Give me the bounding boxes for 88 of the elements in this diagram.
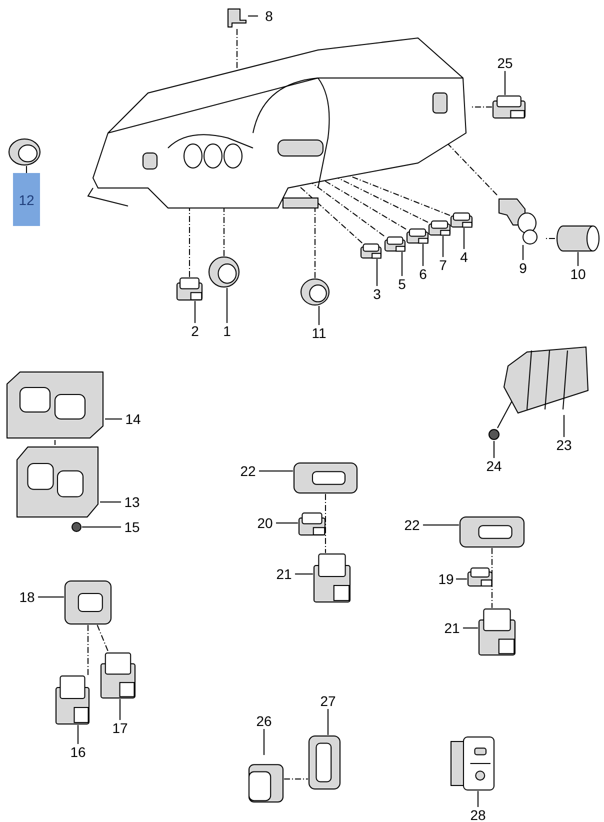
switch-drawing bbox=[55, 675, 90, 725]
callout-number: 22 bbox=[401, 517, 423, 533]
callout-number: 18 bbox=[16, 589, 38, 605]
callout-number: 14 bbox=[122, 411, 144, 427]
callout-number: 12 bbox=[13, 173, 40, 226]
bezel-drawing bbox=[293, 462, 358, 494]
leader-line bbox=[422, 244, 424, 266]
assembly-line bbox=[189, 208, 190, 278]
callout-number: 9 bbox=[514, 260, 532, 276]
leader-line bbox=[497, 400, 512, 428]
leader-line bbox=[82, 526, 122, 528]
callout-number: 25 bbox=[494, 55, 516, 71]
switch-panel-drawing bbox=[450, 736, 495, 791]
switch-drawing bbox=[100, 652, 136, 699]
callout-number: 10 bbox=[567, 266, 589, 282]
assembly-line bbox=[544, 238, 556, 239]
assembly-line bbox=[96, 624, 109, 652]
callout-number: 24 bbox=[483, 458, 505, 474]
callout-number: 5 bbox=[393, 276, 411, 292]
callout-number: 19 bbox=[436, 571, 456, 587]
leader-line bbox=[258, 470, 294, 472]
callout-number: 22 bbox=[237, 463, 259, 479]
assembly-line bbox=[314, 208, 316, 278]
switch-drawing bbox=[298, 512, 326, 536]
leader-line bbox=[104, 418, 122, 420]
callout-number: 7 bbox=[434, 257, 452, 273]
callout-number: 28 bbox=[467, 807, 489, 822]
switch-drawing bbox=[176, 277, 203, 301]
assembly-line bbox=[448, 144, 498, 196]
leader-line bbox=[226, 288, 228, 324]
callout-number: 2 bbox=[186, 323, 204, 339]
leader-line bbox=[276, 522, 298, 524]
frame-drawing bbox=[308, 735, 341, 790]
callout-number: 1 bbox=[218, 323, 236, 339]
callout-number: 17 bbox=[109, 720, 131, 736]
switch-drawing bbox=[428, 220, 451, 236]
switch-drawing bbox=[478, 608, 516, 656]
switch-drawing bbox=[450, 212, 473, 228]
leader-line bbox=[456, 578, 468, 580]
assembly-line bbox=[298, 186, 363, 244]
assembly-line bbox=[470, 106, 492, 108]
callout-number: 27 bbox=[317, 693, 339, 709]
switch-drawing bbox=[360, 243, 382, 259]
leader-line bbox=[504, 70, 506, 96]
assembly-line bbox=[312, 182, 385, 236]
cylinder-drawing bbox=[555, 225, 600, 252]
callout-number: 8 bbox=[258, 8, 280, 24]
callout-number: 16 bbox=[67, 744, 89, 760]
callout-number: 20 bbox=[254, 515, 276, 531]
knob-drawing bbox=[208, 256, 240, 288]
switch-drawing bbox=[384, 236, 406, 252]
assembly-line bbox=[325, 494, 326, 554]
leader-line bbox=[194, 300, 196, 324]
knob-drawing bbox=[300, 278, 330, 306]
callout-number: 4 bbox=[455, 249, 473, 265]
assembly-line bbox=[284, 778, 308, 780]
callout-number: 21 bbox=[273, 566, 295, 582]
assembly-line bbox=[338, 178, 428, 223]
knob-drawing bbox=[8, 138, 41, 166]
leader-line bbox=[26, 166, 27, 174]
callout-number: 26 bbox=[253, 713, 275, 729]
leader-line bbox=[38, 596, 64, 598]
leader-line bbox=[442, 236, 444, 258]
callout-number: 21 bbox=[441, 620, 463, 636]
assembly-line bbox=[54, 440, 56, 446]
switch-drawing bbox=[406, 228, 429, 244]
window-switch-panel-drawing bbox=[15, 445, 100, 519]
switch-drawing bbox=[313, 553, 351, 603]
window-switch-panel-drawing bbox=[5, 370, 105, 440]
bezel-drawing bbox=[64, 580, 112, 625]
callout-number: 3 bbox=[368, 286, 386, 302]
leader-line bbox=[422, 524, 460, 526]
leader-line bbox=[318, 306, 320, 326]
assembly-line bbox=[350, 176, 450, 216]
switch-drawing bbox=[492, 95, 526, 119]
assembly-line bbox=[324, 180, 406, 230]
callout-number: 23 bbox=[553, 437, 575, 453]
bezel-drawing bbox=[459, 516, 525, 548]
leader-line bbox=[522, 244, 524, 260]
switch-drawing bbox=[467, 567, 493, 587]
clip-drawing bbox=[226, 7, 248, 29]
leader-line bbox=[376, 258, 378, 286]
callout-number: 11 bbox=[308, 325, 330, 341]
callout-number: 13 bbox=[121, 494, 143, 510]
callout-number: 6 bbox=[414, 266, 432, 282]
callout-number: 15 bbox=[121, 519, 143, 535]
screw-head bbox=[71, 521, 82, 533]
screw-head bbox=[488, 428, 500, 441]
